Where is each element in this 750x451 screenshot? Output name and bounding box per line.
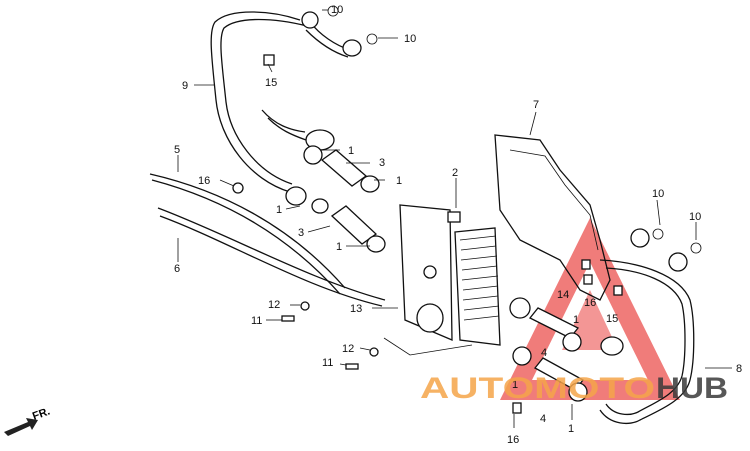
lower-connectors bbox=[509, 228, 702, 402]
connector-hoses bbox=[232, 149, 386, 253]
watermark-brand-2: HUB bbox=[656, 372, 728, 405]
callout: 10 bbox=[331, 4, 343, 16]
front-direction-arrow: FR. bbox=[4, 405, 52, 436]
hoses bbox=[149, 173, 386, 307]
fasteners bbox=[281, 259, 623, 414]
callout: 10 bbox=[404, 33, 416, 45]
callout: 16 bbox=[507, 434, 519, 446]
callout: 11 bbox=[322, 357, 333, 369]
callout: 15 bbox=[606, 313, 618, 325]
callout: 1 bbox=[568, 423, 574, 435]
callout: 14 bbox=[557, 289, 569, 301]
callout: 1 bbox=[512, 379, 518, 391]
callout: 10 bbox=[652, 188, 664, 200]
radiator-cover bbox=[494, 134, 611, 301]
callout: 1 bbox=[276, 204, 282, 216]
lower-oil-pipe bbox=[599, 259, 695, 425]
callout: 7 bbox=[533, 99, 539, 111]
callout: 1 bbox=[348, 145, 354, 157]
callout: 1 bbox=[336, 241, 342, 253]
callout: 1 bbox=[396, 175, 402, 187]
callout: 5 bbox=[174, 144, 180, 156]
callout: 12 bbox=[342, 343, 354, 355]
callout: 16 bbox=[584, 297, 596, 309]
callout: 9 bbox=[182, 80, 188, 92]
callout: 16 bbox=[198, 175, 210, 187]
oil-cooler bbox=[399, 204, 501, 346]
callout: 2 bbox=[452, 167, 458, 179]
callout: 12 bbox=[268, 299, 280, 311]
watermark-brand-1: AUTOMOTO bbox=[420, 372, 655, 405]
callout: 6 bbox=[174, 263, 180, 275]
callout: 10 bbox=[689, 211, 701, 223]
callout: 13 bbox=[350, 303, 362, 315]
callout-labels: 10 10 15 9 7 1 3 1 5 16 2 1 3 1 6 10 10 … bbox=[174, 4, 742, 446]
callout: 3 bbox=[379, 157, 385, 169]
callout: 11 bbox=[251, 315, 262, 327]
front-label: FR. bbox=[31, 405, 52, 422]
leader-lines bbox=[177, 9, 732, 428]
upper-oil-pipe bbox=[210, 11, 351, 193]
callout: 3 bbox=[298, 227, 304, 239]
callout: 8 bbox=[736, 363, 742, 375]
callout: 15 bbox=[265, 77, 277, 89]
watermark-text: AUTOMOTO HUB bbox=[420, 372, 728, 405]
upper-pipe-fittings bbox=[263, 5, 378, 206]
callout: 4 bbox=[540, 413, 546, 425]
callout: 1 bbox=[573, 314, 579, 326]
callout: 4 bbox=[541, 347, 547, 359]
